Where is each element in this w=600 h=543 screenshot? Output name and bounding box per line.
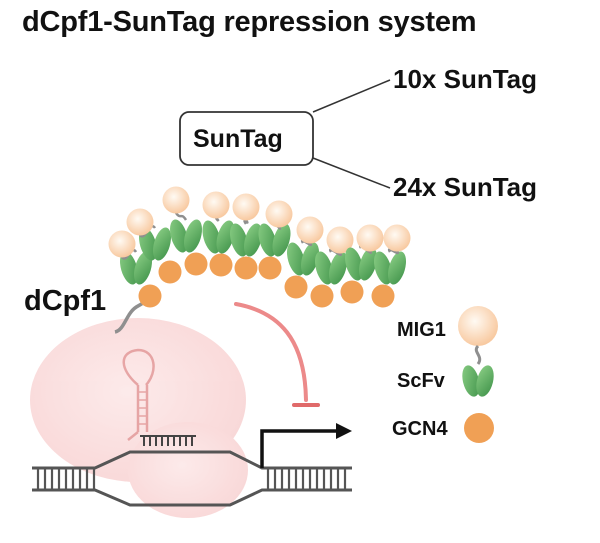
mig1-ball <box>126 208 154 236</box>
scfv-leaf <box>243 223 263 257</box>
mig1-ball <box>202 191 230 219</box>
scfv-leaf <box>358 247 378 281</box>
legend-scfv-icon-left <box>462 365 480 397</box>
mig1-ball <box>356 224 384 252</box>
suntag-24x-label: 24x SunTag <box>393 172 538 202</box>
suntag-10x-label: 10x SunTag <box>393 64 538 94</box>
transcription-start-arrow <box>260 429 336 468</box>
scfv-leaf <box>169 219 189 253</box>
repression-arrow <box>234 302 308 402</box>
gcn4-bead <box>138 284 162 308</box>
mig1-ball <box>232 193 260 221</box>
mig1-ball <box>162 186 190 214</box>
suntag-box-label: SunTag <box>193 125 283 153</box>
gcn4-bead <box>234 256 258 280</box>
dna-base-pairs <box>36 468 347 490</box>
mig1-ball <box>326 226 354 254</box>
scfv-leaf <box>202 220 221 254</box>
mig1-ball <box>108 230 136 258</box>
scfv-leaf <box>344 247 364 281</box>
mig1-ball <box>265 200 293 228</box>
legend-mig1-label: MIG1 <box>397 319 446 341</box>
legend-gcn4-icon <box>464 413 494 443</box>
scfv-leaf <box>272 223 291 257</box>
leader-line-24x <box>312 157 391 189</box>
guide-rna <box>122 348 155 441</box>
gcn4-bead <box>184 252 208 276</box>
mig1-ball <box>296 216 324 244</box>
gcn4-bead <box>158 260 182 284</box>
linker <box>243 219 249 225</box>
gcn4-bead <box>209 253 233 277</box>
gcn4-bead <box>258 256 282 280</box>
diagram-title: dCpf1-SunTag repression system <box>22 6 477 38</box>
crrna-comb <box>140 435 196 446</box>
scfv-leaf <box>229 223 249 257</box>
scfv-leaf <box>373 251 393 285</box>
linker <box>214 216 220 222</box>
linker <box>174 212 188 221</box>
mig1-ball <box>383 224 411 252</box>
scfv-leaf <box>258 223 277 257</box>
scfv-leaf <box>133 251 153 285</box>
leader-line-10x <box>312 79 391 113</box>
suntag-array <box>108 186 411 308</box>
legend-linker-icon <box>474 344 482 365</box>
scfv-leaf <box>216 220 235 254</box>
scfv-leaf <box>183 219 203 253</box>
transcription-arrowhead <box>336 423 352 439</box>
dna-duplex <box>32 450 352 507</box>
legend-mig1-icon <box>458 306 498 346</box>
legend-scfv-icon-right <box>476 365 494 397</box>
gcn4-bead <box>284 275 308 299</box>
suntag-box <box>179 111 314 166</box>
dcpf1-label: dCpf1 <box>24 285 107 317</box>
scfv-leaf <box>328 251 348 285</box>
legend-scfv-label: ScFv <box>397 370 445 392</box>
gcn4-bead <box>310 284 334 308</box>
scfv-leaf <box>286 242 306 276</box>
linker <box>387 248 400 255</box>
gcn4-bead <box>371 284 395 308</box>
legend-gcn4-label: GCN4 <box>392 418 448 440</box>
scfv-leaf <box>300 242 320 276</box>
scfv-leaf <box>387 251 407 285</box>
scfv-leaf <box>152 227 172 261</box>
scfv-leaf <box>314 251 334 285</box>
gcn4-bead <box>340 280 364 304</box>
